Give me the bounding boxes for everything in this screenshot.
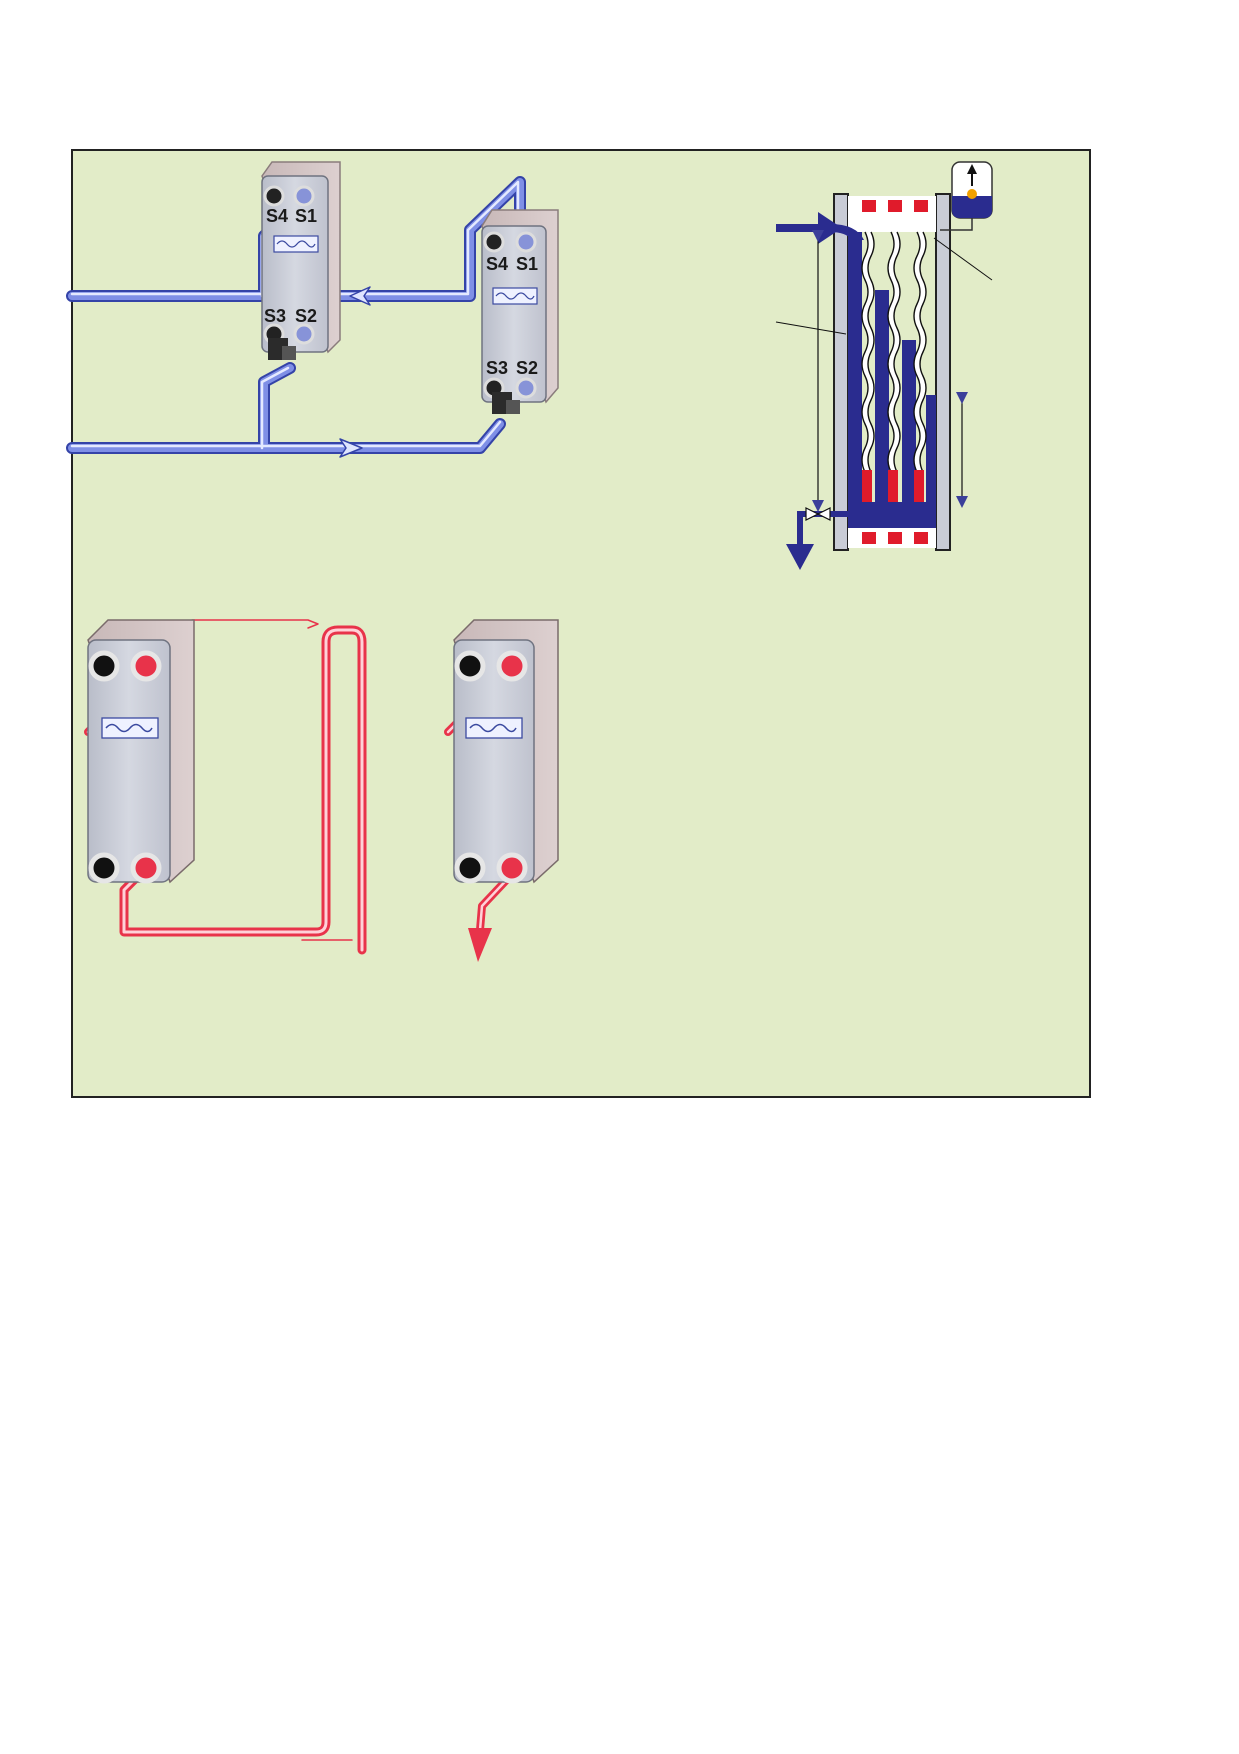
alfa-laval-logo-icon: [465, 717, 523, 739]
condenser-section: [775, 161, 993, 570]
port-s2: [515, 377, 537, 399]
alfa-laval-logo-icon: [273, 235, 319, 253]
flow-arrow-icon: [339, 438, 363, 458]
port-top-right: [130, 650, 162, 682]
flow-arrow-icon: [786, 544, 814, 570]
port-s1: [515, 231, 537, 253]
port-label-s4: S4: [266, 206, 288, 226]
port-bottom-left: [88, 852, 120, 884]
port-s2: [293, 323, 315, 345]
port-label-s3: S3: [264, 306, 286, 326]
port-bottom-right: [496, 852, 528, 884]
exchanger-top-right: S4 S1 S3 S2: [481, 209, 559, 414]
port-label-s2: S2: [516, 358, 538, 378]
port-s1: [293, 185, 315, 207]
port-s4: [483, 231, 505, 253]
flow-arrow-icon: [468, 928, 492, 962]
valve-icon: [268, 338, 296, 360]
port-top-left: [454, 650, 486, 682]
exchanger-bottom-right: [453, 619, 559, 884]
port-bottom-right: [130, 852, 162, 884]
port-label-s1: S1: [295, 206, 317, 226]
port-s4: [263, 185, 285, 207]
port-bottom-left: [454, 852, 486, 884]
alfa-laval-logo-icon: [492, 287, 538, 305]
port-label-s2: S2: [295, 306, 317, 326]
alfa-laval-logo-icon: [101, 717, 159, 739]
port-label-s1: S1: [516, 254, 538, 274]
port-label-s3: S3: [486, 358, 508, 378]
port-label-s4: S4: [486, 254, 508, 274]
port-top-left: [88, 650, 120, 682]
flow-arrow-icon: [349, 286, 371, 306]
exchanger-top-left: S4 S1 S3 S2: [261, 161, 341, 360]
exchanger-bottom-left: [87, 619, 195, 884]
port-top-right: [496, 650, 528, 682]
valve-icon: [492, 392, 520, 414]
